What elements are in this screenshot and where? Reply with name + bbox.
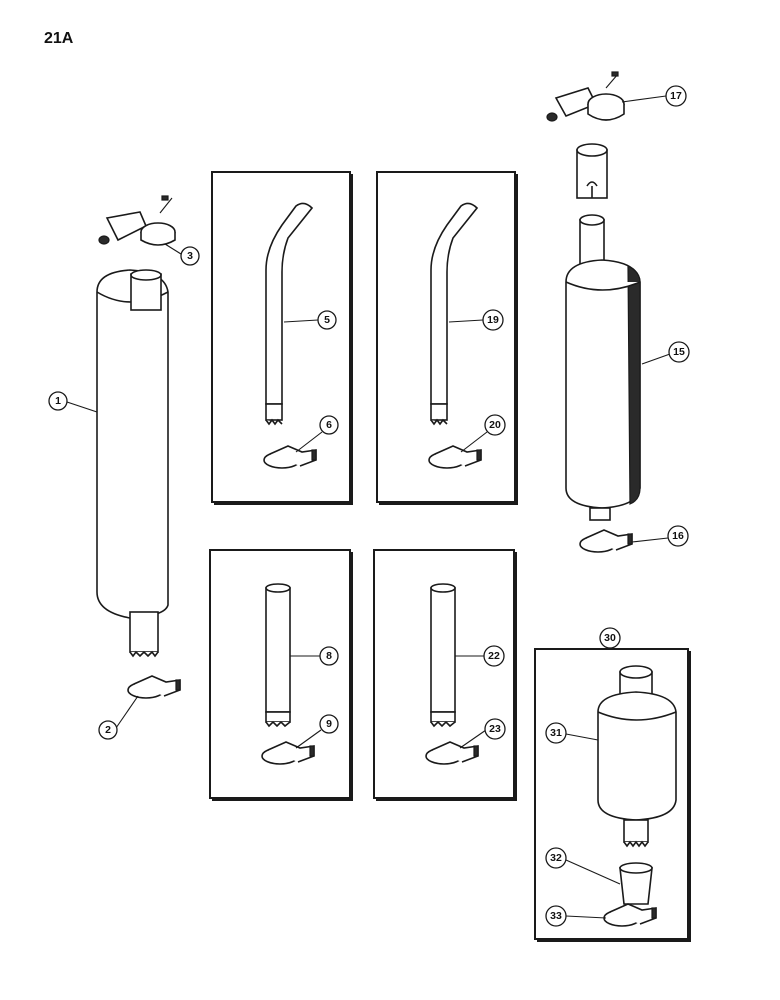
svg-text:17: 17 (670, 90, 682, 102)
box-shadow (537, 939, 691, 942)
callout-6: 6 (319, 415, 339, 435)
clamp-part (425, 741, 479, 765)
box-shadow (350, 552, 353, 800)
svg-text:3: 3 (187, 250, 193, 262)
callout-31: 31 (545, 722, 567, 744)
svg-text:5: 5 (324, 314, 330, 326)
svg-text:1: 1 (55, 395, 61, 407)
svg-text:15: 15 (673, 346, 685, 358)
clamp-part (127, 675, 181, 699)
svg-text:30: 30 (604, 632, 616, 644)
svg-text:16: 16 (672, 530, 684, 542)
callout-22: 22 (483, 645, 505, 667)
svg-text:31: 31 (550, 727, 562, 739)
clamp-part (428, 445, 482, 469)
callout-9: 9 (319, 714, 339, 734)
small-muffler-part (597, 665, 677, 848)
clamp-part (603, 903, 657, 927)
box-shadow (514, 552, 517, 800)
straight-pipe-part-alt (430, 583, 456, 728)
callout-33: 33 (545, 905, 567, 927)
callout-8: 8 (319, 646, 339, 666)
callout-32: 32 (545, 847, 567, 869)
callout-30: 30 (599, 627, 621, 649)
callout-15: 15 (668, 341, 690, 363)
callout-23: 23 (484, 718, 506, 740)
box-shadow (376, 798, 517, 801)
box-shadow (379, 502, 518, 505)
svg-text:20: 20 (489, 419, 501, 431)
callout-5: 5 (317, 310, 337, 330)
round-muffler-part (565, 214, 641, 521)
box-shadow (515, 174, 518, 504)
rain-cap-part (98, 195, 176, 246)
box-shadow (214, 502, 353, 505)
clamp-part (263, 445, 317, 469)
svg-text:23: 23 (489, 723, 501, 735)
straight-pipe-part (265, 583, 291, 728)
box-shadow (350, 174, 353, 504)
callout-17: 17 (665, 85, 687, 107)
box-shadow (212, 798, 353, 801)
page-number-label: 21A (44, 30, 74, 47)
svg-text:2: 2 (105, 724, 111, 736)
svg-text:33: 33 (550, 910, 562, 922)
callout-3: 3 (180, 246, 200, 266)
box-shadow (688, 651, 691, 941)
svg-text:19: 19 (487, 314, 499, 326)
oval-muffler-part (96, 269, 169, 658)
svg-text:6: 6 (326, 419, 332, 431)
callout-20: 20 (484, 414, 506, 436)
callout-1: 1 (48, 391, 68, 411)
svg-text:8: 8 (326, 650, 332, 662)
clamp-part (579, 529, 633, 553)
callout-19: 19 (482, 309, 504, 331)
svg-text:9: 9 (326, 718, 332, 730)
callout-2: 2 (98, 720, 118, 740)
curved-stack-part (265, 202, 314, 426)
svg-text:32: 32 (550, 852, 562, 864)
curved-stack-part-alt (430, 202, 479, 426)
rain-cap-part (546, 71, 625, 122)
leader-lines (66, 95, 671, 919)
sleeve-part (619, 862, 653, 905)
clamp-part (261, 741, 315, 765)
upper-pipe-part (576, 143, 608, 199)
svg-text:22: 22 (488, 650, 500, 662)
callout-16: 16 (667, 525, 689, 547)
